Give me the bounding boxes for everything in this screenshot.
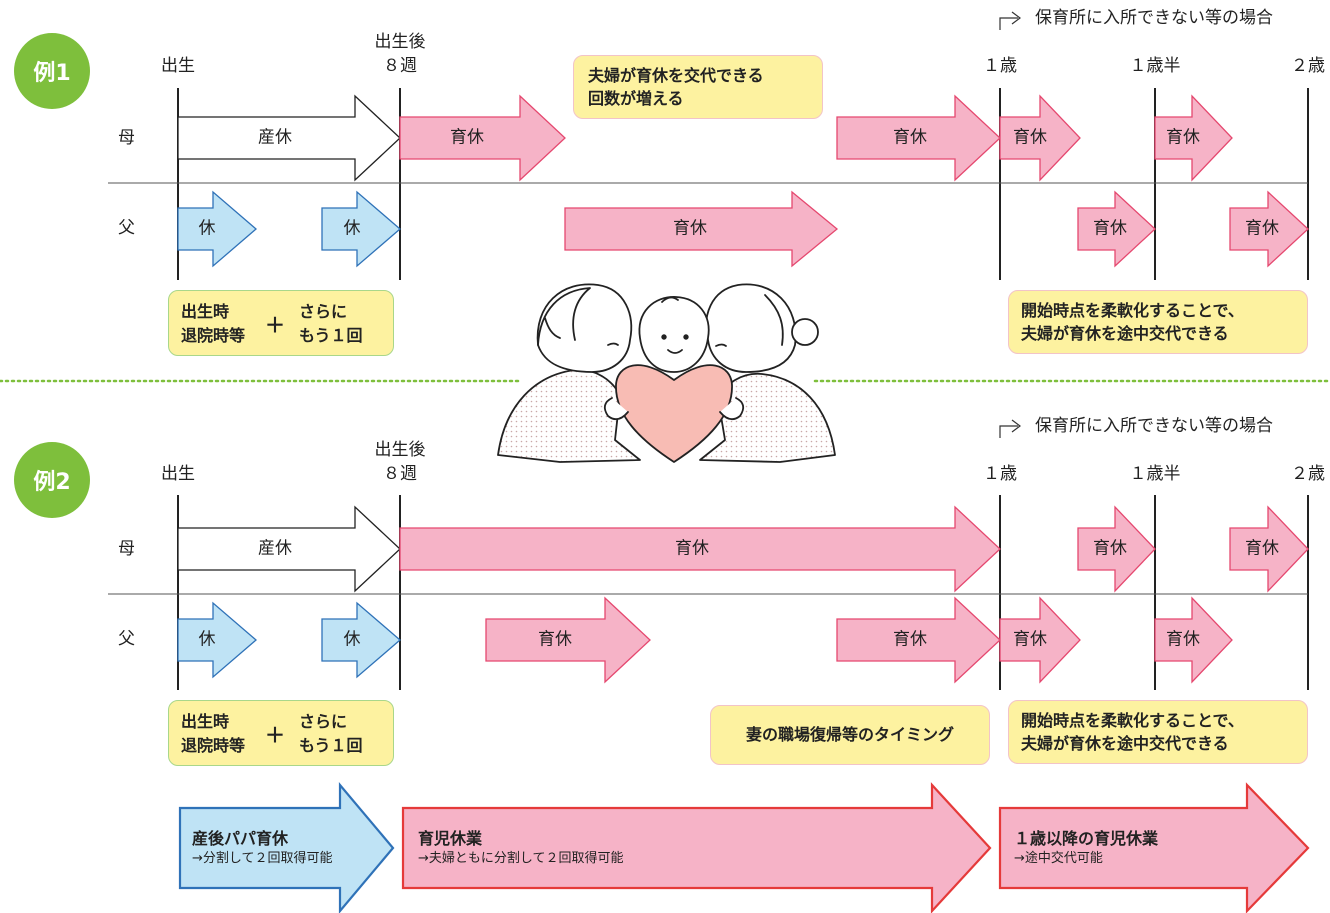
example2-father-leave1: 育休 <box>538 629 572 650</box>
example2-bubble-right-line2: 夫婦が育休を途中交代できる <box>1021 734 1229 754</box>
example2-bubble-left-line3: さらに <box>299 712 348 731</box>
example1-bubble-right-line2: 夫婦が育休を途中交代できる <box>1021 324 1229 344</box>
example1-bubble-right: 開始時点を柔軟化することで、 夫婦が育休を途中交代できる <box>1008 290 1308 354</box>
summary-childcare-title: 育児休業 <box>418 829 483 848</box>
example2-father-rest2: 休 <box>343 629 361 650</box>
summary-childcare: 育児休業 →夫婦ともに分割して２回取得可能 <box>418 828 624 867</box>
example1-father-leave3: 育休 <box>1245 218 1279 239</box>
example2-mother-label: 母 <box>118 539 135 559</box>
example1-mother-label: 母 <box>118 128 135 148</box>
example1-note: 保育所に入所できない等の場合 <box>1035 8 1273 28</box>
example1-bubble-left-plus: ＋ <box>265 313 285 337</box>
example2-mother-leave3: 育休 <box>1245 538 1279 559</box>
example2-badge: 例2 <box>14 442 90 518</box>
example2-label-age2: ２歳 <box>1291 464 1325 484</box>
example2-mother-leave1: 育休 <box>675 538 709 559</box>
example2-label-birth: 出生 <box>161 464 195 484</box>
example1-bubble-top-line1: 夫婦が育休を交代できる <box>588 66 764 85</box>
example1-bubble-left-line3: さらに <box>299 302 348 321</box>
example1-label-birth: 出生 <box>161 56 195 76</box>
example1-mother-leave2: 育休 <box>893 127 927 148</box>
example1-father-leave2: 育休 <box>1093 218 1127 239</box>
example1-bubble-left: 出生時 退院時等 ＋ さらに もう１回 <box>168 290 394 356</box>
example2-bubble-left: 出生時 退院時等 ＋ さらに もう１回 <box>168 700 394 766</box>
example2-bubble-mid-line1: 妻の職場復帰等のタイミング <box>745 725 954 745</box>
example2-mother-leave2: 育休 <box>1093 538 1127 559</box>
summary-arrows <box>178 781 1310 913</box>
example1-badge: 例1 <box>14 33 90 109</box>
example2-bubble-mid: 妻の職場復帰等のタイミング <box>710 705 990 765</box>
example2-father-rest1: 休 <box>198 629 216 650</box>
example1-mother-maternity: 産休 <box>258 127 292 148</box>
example1-father-rest2: 休 <box>343 218 361 239</box>
example2-father-arrows <box>177 596 1233 684</box>
summary-after1: １歳以降の育児休業 →途中交代可能 <box>1014 828 1158 867</box>
example2-label-week8-b: ８週 <box>383 464 417 484</box>
example1-mother-arrows <box>177 94 1233 182</box>
family-illustration <box>497 283 836 463</box>
example2-label-age1: １歳 <box>983 464 1017 484</box>
example1-bubble-right-line1: 開始時点を柔軟化することで、 <box>1021 301 1244 320</box>
example1-mother-leave3: 育休 <box>1013 127 1047 148</box>
example2-mother-arrows <box>177 505 1309 593</box>
example2-bubble-right: 開始時点を柔軟化することで、 夫婦が育休を途中交代できる <box>1008 700 1308 764</box>
example1-mother-leave4: 育休 <box>1166 127 1200 148</box>
example2-label-age1-5: １歳半 <box>1129 464 1181 484</box>
example2-father-leave2: 育休 <box>893 629 927 650</box>
summary-papa-sub: →分割して２回取得可能 <box>192 850 333 866</box>
example1-bubble-left-line1: 出生時 <box>181 302 230 321</box>
summary-papa: 産後パパ育休 →分割して２回取得可能 <box>192 828 333 867</box>
summary-after1-sub: →途中交代可能 <box>1014 850 1103 866</box>
example1-bubble-left-line2: 退院時等 <box>181 326 246 345</box>
example1-father-leave1: 育休 <box>673 218 707 239</box>
example2-note: 保育所に入所できない等の場合 <box>1035 416 1273 436</box>
example2-bubble-right-line1: 開始時点を柔軟化することで、 <box>1021 711 1244 730</box>
example2-bubble-left-line1: 出生時 <box>181 712 230 731</box>
example2-bubble-left-plus: ＋ <box>265 723 285 747</box>
example1-label-week8-a: 出生後 <box>374 32 426 52</box>
example1-father-rest1: 休 <box>198 218 216 239</box>
example1-label-age1-5: １歳半 <box>1129 56 1181 76</box>
example2-bubble-left-line2: 退院時等 <box>181 736 246 755</box>
example1-bubble-top-line2: 回数が増える <box>588 89 684 109</box>
example2-father-label: 父 <box>118 629 135 649</box>
summary-childcare-sub: →夫婦ともに分割して２回取得可能 <box>418 850 624 866</box>
example1-bubble-top: 夫婦が育休を交代できる 回数が増える <box>573 55 823 119</box>
summary-papa-title: 産後パパ育休 <box>192 829 289 848</box>
example1-father-arrows <box>177 190 1309 268</box>
example2-bubble-left-line4: もう１回 <box>299 736 363 755</box>
example2-father-leave4: 育休 <box>1166 629 1200 650</box>
example1-bubble-left-line4: もう１回 <box>299 326 363 345</box>
summary-after1-title: １歳以降の育児休業 <box>1014 829 1159 848</box>
example2-father-leave3: 育休 <box>1013 629 1047 650</box>
example2-label-week8-a: 出生後 <box>374 440 426 460</box>
example1-label-age2: ２歳 <box>1291 56 1325 76</box>
example1-label-week8-b: ８週 <box>383 56 417 76</box>
example1-mother-leave1: 育休 <box>450 127 484 148</box>
example1-father-label: 父 <box>118 218 135 238</box>
example1-label-age1: １歳 <box>983 56 1017 76</box>
example2-mother-maternity: 産休 <box>258 538 292 559</box>
